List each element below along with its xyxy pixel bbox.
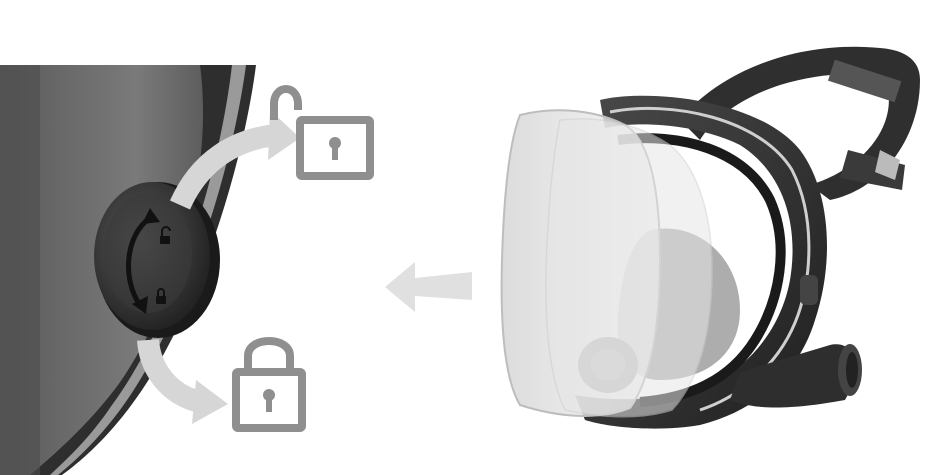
respirator-mask — [502, 47, 920, 429]
lock-direction-arrow — [148, 340, 228, 424]
arrow-left-icon — [385, 262, 472, 312]
lock-icon — [236, 341, 302, 428]
